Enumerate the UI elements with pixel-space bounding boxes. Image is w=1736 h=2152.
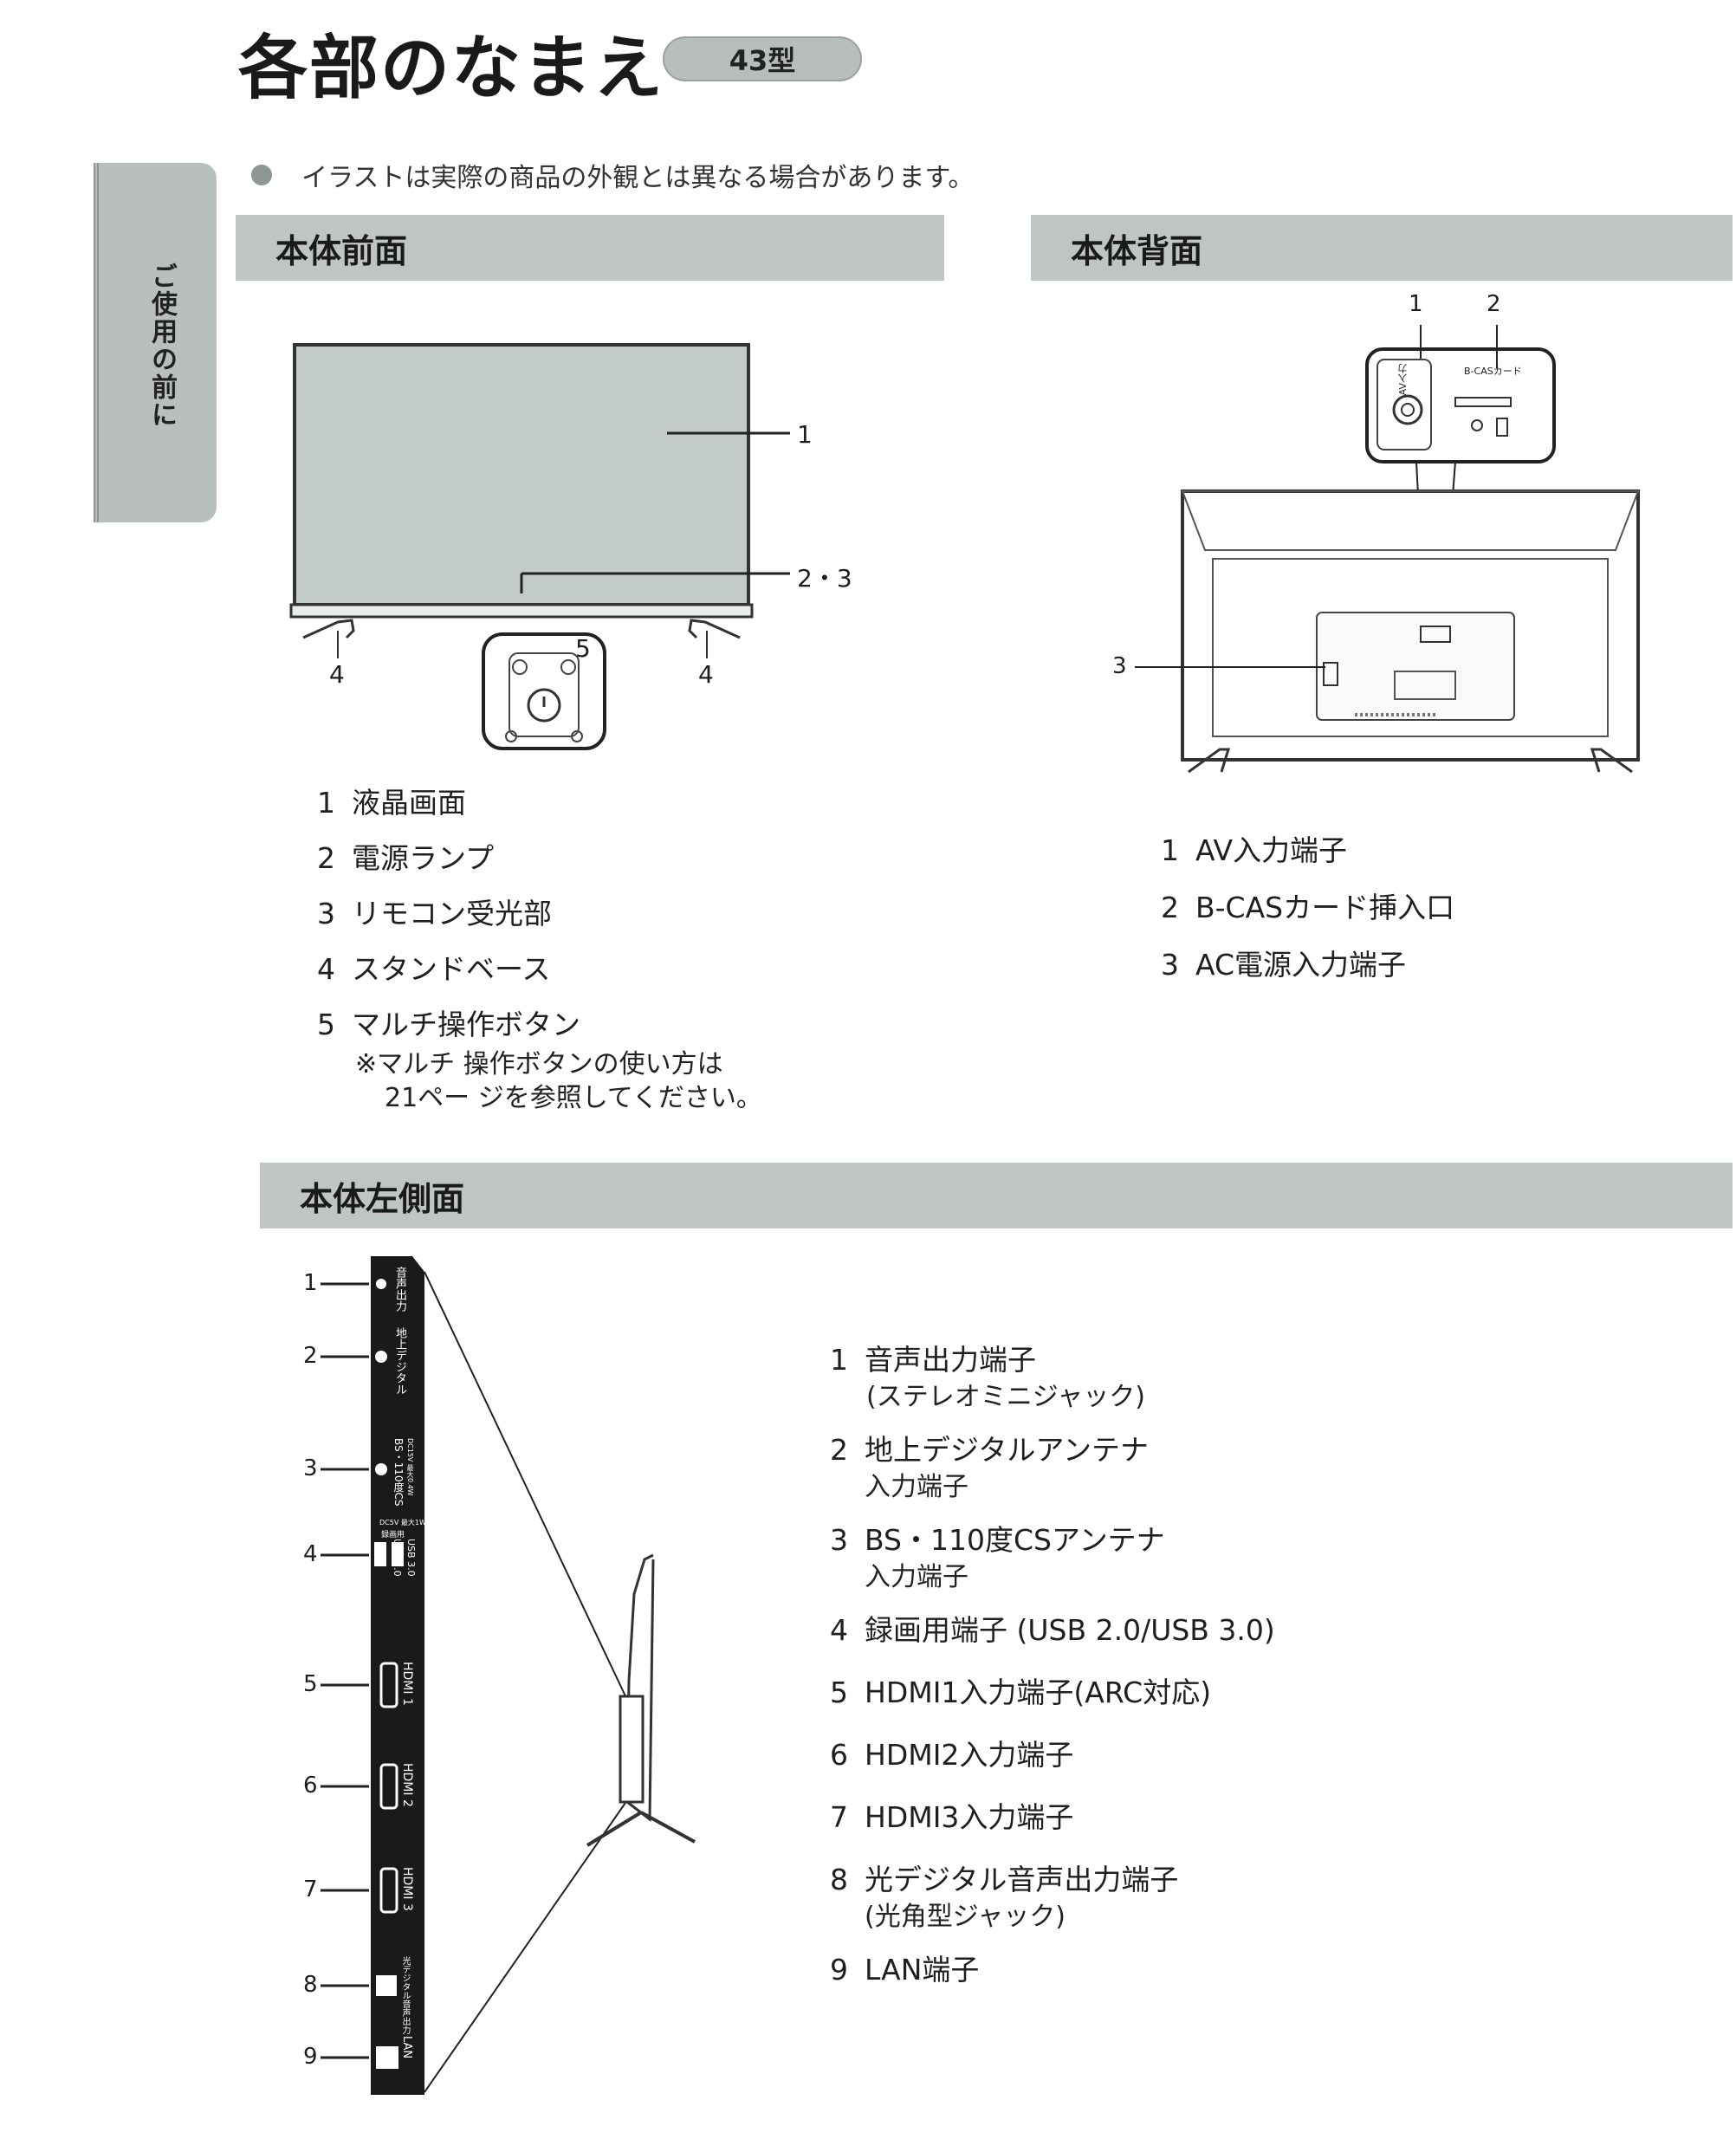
front-callout-4-right: 4: [698, 660, 714, 689]
front-callout-1: 1: [797, 420, 813, 449]
page-title: 各部のなまえ: [238, 28, 664, 108]
model-size-badge: 43型: [663, 36, 862, 81]
av-input-panel-label: AV入力: [1397, 364, 1409, 396]
front-callout-4-left: 4: [329, 660, 345, 689]
left-callout-5: 5: [303, 1671, 318, 1697]
left-callout-7: 7: [303, 1877, 318, 1902]
back-section-title: 本体背面: [1071, 231, 1203, 270]
front-callout-2-3: 2・3: [797, 564, 852, 593]
port-label: 光デジタル音声出力: [400, 1956, 410, 2034]
bullet-icon: [251, 165, 272, 185]
port-label: USB 2.0: [392, 1539, 403, 1577]
front-view-illustration: [289, 343, 790, 750]
side-view-tv-shape: [625, 1553, 655, 1823]
left-side-section-title: 本体左側面: [300, 1179, 465, 1218]
left-callout-4: 4: [303, 1541, 318, 1567]
back-section-header: 本体背面: [1031, 215, 1733, 281]
port-label: HDMI 3: [400, 1867, 414, 1911]
multi-button-note-line1: ※マルチ 操作ボタンの使い方は: [355, 1049, 723, 1079]
multi-button-note-line2: 21ペー ジを参照してください。: [385, 1083, 762, 1113]
rear-terminal-panel: [1316, 612, 1515, 721]
port-label: HDMI 1: [400, 1662, 414, 1706]
port-label: DC15V 最大0.4W: [406, 1438, 414, 1496]
port-label: 録画用: [381, 1531, 405, 1539]
lcd-screen-shape: [293, 343, 750, 606]
port-label: HDMI 2: [400, 1763, 414, 1807]
left-callout-2: 2: [303, 1343, 318, 1369]
left-callout-8: 8: [303, 1972, 318, 1998]
left-callout-9: 9: [303, 2044, 318, 2070]
front-section-header: 本体前面: [236, 215, 944, 281]
side-tab-label: ご使用の前に: [146, 263, 177, 429]
port-label: DC5V 最大1W: [379, 1519, 426, 1526]
port-label: 地上デジタル: [393, 1327, 406, 1395]
left-callout-3: 3: [303, 1455, 318, 1481]
port-label: LAN: [400, 2036, 413, 2059]
illustration-note: イラストは実際の商品の外観とは異なる場合があります。: [251, 156, 974, 194]
side-tab: ご使用の前に: [94, 163, 217, 522]
left-callout-1: 1: [303, 1270, 318, 1296]
front-callout-5: 5: [575, 634, 591, 663]
port-label: USB 3.0: [405, 1539, 417, 1577]
back-view-illustration: [1135, 325, 1640, 774]
back-callout-1: 1: [1409, 291, 1423, 317]
back-callout-2: 2: [1487, 291, 1501, 317]
stand-right-shape: [688, 619, 741, 639]
illustration-note-text: イラストは実際の商品の外観とは異なる場合があります。: [301, 163, 975, 193]
front-section-title: 本体前面: [275, 231, 408, 270]
left-side-section-header: 本体左側面: [260, 1163, 1733, 1228]
port-label: BS・110度CS: [392, 1438, 405, 1507]
stand-left-shape: [302, 619, 355, 639]
port-label: 音声出力: [393, 1267, 406, 1312]
left-side-port-illustration: [321, 1256, 696, 2095]
back-callout-3: 3: [1112, 653, 1127, 679]
left-callout-6: 6: [303, 1773, 318, 1799]
bcas-panel-label: B-CASカード: [1464, 366, 1522, 377]
